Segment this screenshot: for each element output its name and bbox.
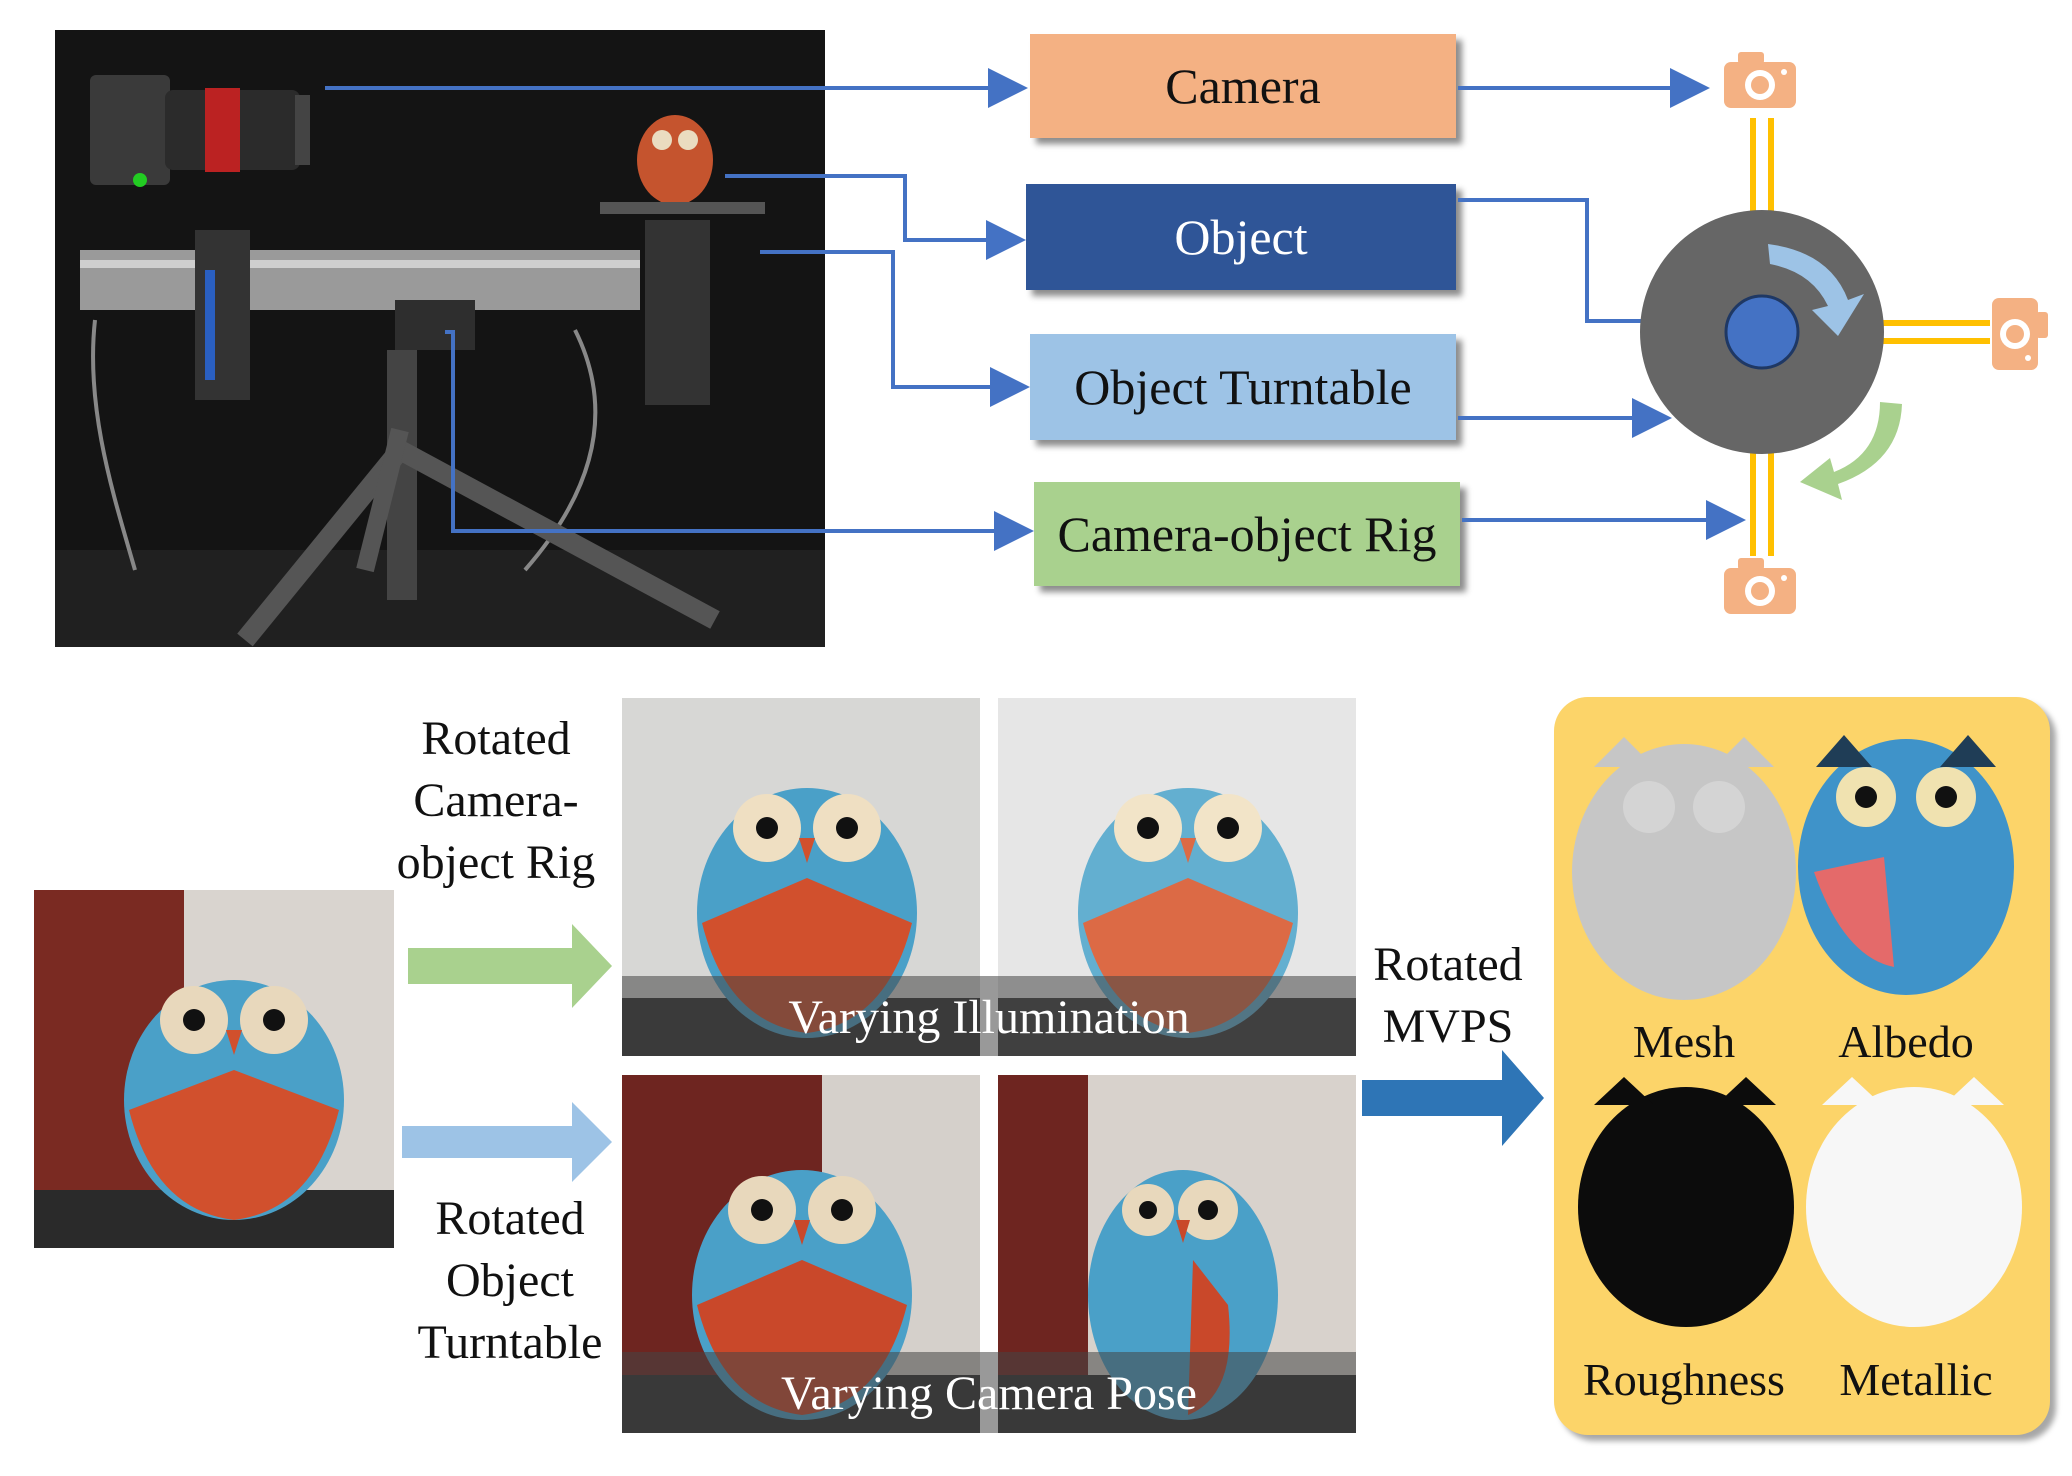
legend-turntable-label: Object Turntable (1074, 359, 1412, 415)
mesh-label: Mesh (1632, 1016, 1736, 1067)
camera-icon (1724, 558, 1796, 614)
connector-lines (325, 68, 1746, 551)
rotated-mvps-label: Rotated MVPS (1373, 938, 1523, 1053)
legend-camera-label: Camera (1165, 58, 1321, 114)
metallic-label: Metallic (1839, 1354, 1993, 1405)
legend-camera-box: Camera (1030, 34, 1456, 138)
connector-rig (445, 330, 1034, 551)
legend-rig-box: Camera-object Rig (1034, 482, 1460, 586)
rotated-rig-label: Rotated Camera- object Rig (396, 712, 596, 889)
legend-object-box: Object (1026, 184, 1456, 290)
rig-photo-illustration (55, 30, 825, 647)
illumination-caption-band (622, 976, 1356, 1056)
rotate-arrow-icon (1768, 244, 1864, 336)
albedo-render (1798, 735, 2014, 995)
legend-object-label: Object (1174, 209, 1308, 265)
legend-rig-label: Camera-object Rig (1057, 506, 1437, 562)
flow-arrow-icon (402, 1102, 612, 1182)
owl-input-photo (34, 890, 394, 1248)
rig-photo (55, 30, 825, 647)
camera-icon (1724, 52, 1796, 108)
owl-input-illustration (34, 890, 394, 1248)
rotate-arrow-icon (1800, 402, 1902, 500)
gold-rails (1750, 118, 1990, 556)
legend-turntable-box: Object Turntable (1030, 334, 1456, 440)
roughness-render (1578, 1077, 1794, 1327)
flow-arrows (402, 924, 1544, 1182)
rotated-turntable-label: Rotated Object Turntable (417, 1192, 603, 1369)
object-center (1724, 294, 1800, 370)
material-panel: Mesh Albedo Roughness Metallic (1554, 697, 2050, 1435)
flow-arrow-icon (1362, 1050, 1544, 1146)
material-renders (1572, 735, 2022, 1327)
roughness-label: Roughness (1583, 1354, 1785, 1405)
albedo-label: Albedo (1838, 1016, 1974, 1067)
rig-schematic (1640, 52, 2048, 614)
mesh-render (1572, 737, 1796, 1000)
connector-turntable (760, 250, 1030, 407)
camera-icon (1992, 298, 2048, 370)
pose-caption: Varying Camera Pose (781, 1367, 1197, 1420)
metallic-render (1806, 1077, 2022, 1327)
illumination-caption: Varying Illumination (788, 991, 1190, 1044)
flow-arrow-icon (408, 924, 612, 1008)
pose-caption-band (622, 1352, 1356, 1433)
connector-object (725, 174, 1026, 260)
